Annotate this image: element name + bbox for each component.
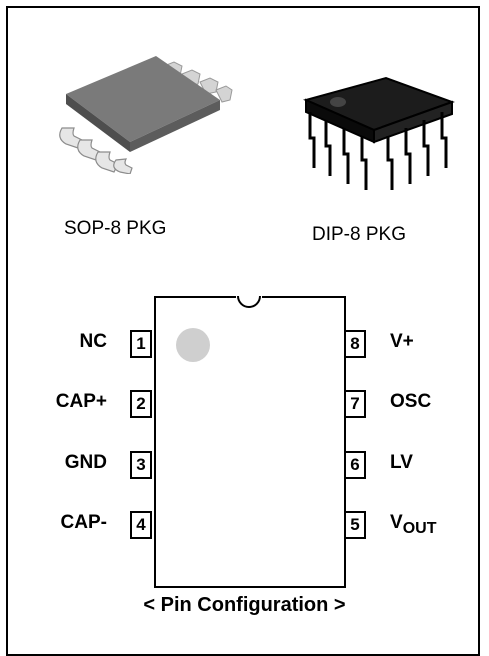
dip8-package-label: DIP-8 PKG [312,224,406,245]
pin-5-name: VOUT [390,511,437,537]
sop8-package-image [59,56,233,174]
pin-3-name: GND [64,452,107,473]
ic-body-outline [154,296,346,588]
figure-caption: < Pin Configuration > [143,594,346,616]
pin-6-number: 6 [344,451,366,479]
pin1-indicator-dot [176,328,210,362]
dip8-package-image [303,76,455,190]
pin-2-number: 2 [130,390,152,418]
pin-6-name: LV [390,452,413,473]
pin-3-number: 3 [130,451,152,479]
pin-5-name-subscript: OUT [402,520,437,537]
pin-1-number: 1 [130,330,152,358]
pin-4-number: 4 [130,511,152,539]
pin-8-number: 8 [344,330,366,358]
pin-7-name: OSC [390,391,432,412]
pin-8-name: V+ [390,331,414,352]
pin-5-number: 5 [344,511,366,539]
pin-4-name: CAP- [60,512,107,533]
sop8-package-label: SOP-8 PKG [64,218,167,239]
pin-5-name-main: V [390,512,403,533]
pin-1-name: NC [79,331,107,352]
orientation-notch [236,294,262,308]
pin-7-number: 7 [344,390,366,418]
pin-2-name: CAP+ [55,391,107,412]
